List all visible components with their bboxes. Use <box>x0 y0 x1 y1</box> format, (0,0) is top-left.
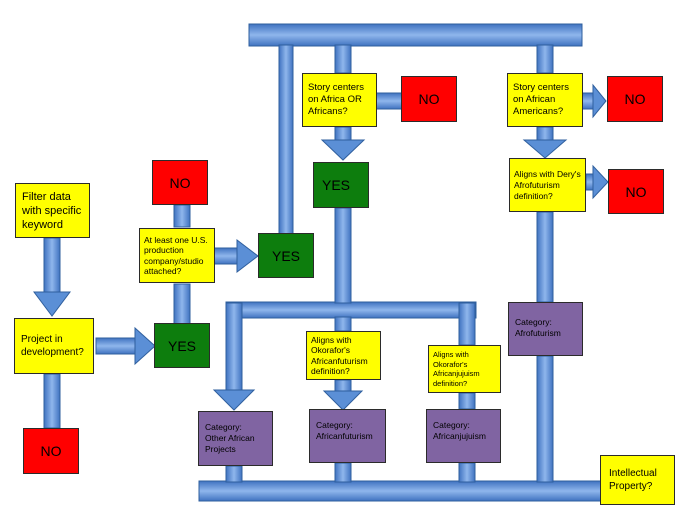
connector-top-aa <box>536 44 554 74</box>
yes-project-node: YES <box>154 323 210 368</box>
category-afrofuturism: Category: Afrofuturism <box>508 302 583 356</box>
intellectual-property-node: Intellectual Property? <box>600 455 675 505</box>
story-africa-node: Story centers on Africa OR Africans? <box>302 73 377 127</box>
connector-middle-okojuju <box>458 302 476 346</box>
category-africanjujuism: Category: Africanjujuism <box>426 409 501 463</box>
arrow-filter-project <box>33 291 71 317</box>
arrow-africa-yes <box>320 139 366 161</box>
story-african-americans-node: Story centers on African Americans? <box>507 73 583 127</box>
connector-yesdev-us <box>173 283 191 325</box>
connector-middle-okofut <box>334 316 352 332</box>
arrow-okofut-cat <box>322 390 364 411</box>
category-other-african-projects: Category: Other African Projects <box>198 411 273 466</box>
connector-top-africa <box>334 44 352 74</box>
connector-filter-project <box>43 237 61 294</box>
connector-yesafrica-middle <box>334 207 352 304</box>
us-company-node: At least one U.S. production company/stu… <box>139 228 215 283</box>
middle-bar <box>225 301 477 319</box>
connector-okojuju-cat <box>458 392 476 410</box>
no-africa-node: NO <box>401 76 457 122</box>
no-dery-node: NO <box>608 169 664 214</box>
connector-project-no <box>43 373 61 429</box>
connector-project-yes <box>95 337 137 355</box>
okorafor-africanfuturism-node: Aligns with Okorafor's Africanfuturism d… <box>306 331 381 380</box>
connector-us-yes <box>213 247 239 265</box>
connector-futurism-bottom <box>334 462 352 483</box>
top-bar <box>248 23 583 47</box>
arrow-project-yes <box>134 326 156 366</box>
connector-africa-no <box>375 92 403 110</box>
connector-okofut-cat <box>334 379 352 393</box>
project-development-node: Project in development? <box>14 318 94 374</box>
no-african-americans-node: NO <box>607 76 663 122</box>
okorafor-africanjujuism-node: Aligns with Okorafor's Africanjujuism de… <box>428 345 501 393</box>
no-project-node: NO <box>23 428 79 474</box>
connector-jujuism-bottom <box>458 462 476 483</box>
dery-afrofuturism-node: Aligns with Dery's Afrofuturism definiti… <box>509 158 586 212</box>
connector-yesus-top <box>278 44 294 236</box>
connector-afro-bottom <box>536 355 554 483</box>
yes-us-node: YES <box>258 233 314 278</box>
connector-aa-dery <box>536 126 554 142</box>
category-africanfuturism: Category: Africanfuturism <box>309 409 386 463</box>
connector-middle-other <box>225 302 243 392</box>
arrow-dery-no <box>592 164 609 200</box>
arrow-aa-no <box>592 83 607 119</box>
arrow-middle-other <box>212 389 256 411</box>
filter-keyword-node: Filter data with specific keyword <box>15 183 90 238</box>
arrow-us-yes <box>236 238 259 274</box>
yes-africa-node: YES <box>313 162 369 208</box>
connector-dery-afro <box>536 211 554 303</box>
connector-africa-yes <box>334 126 352 142</box>
no-us-node: NO <box>152 160 208 205</box>
connector-other-bottom <box>225 465 243 483</box>
arrow-aa-dery <box>522 139 568 159</box>
bottom-bar <box>198 480 602 502</box>
connector-us-no <box>173 204 191 228</box>
connector-aa-no <box>581 92 595 110</box>
